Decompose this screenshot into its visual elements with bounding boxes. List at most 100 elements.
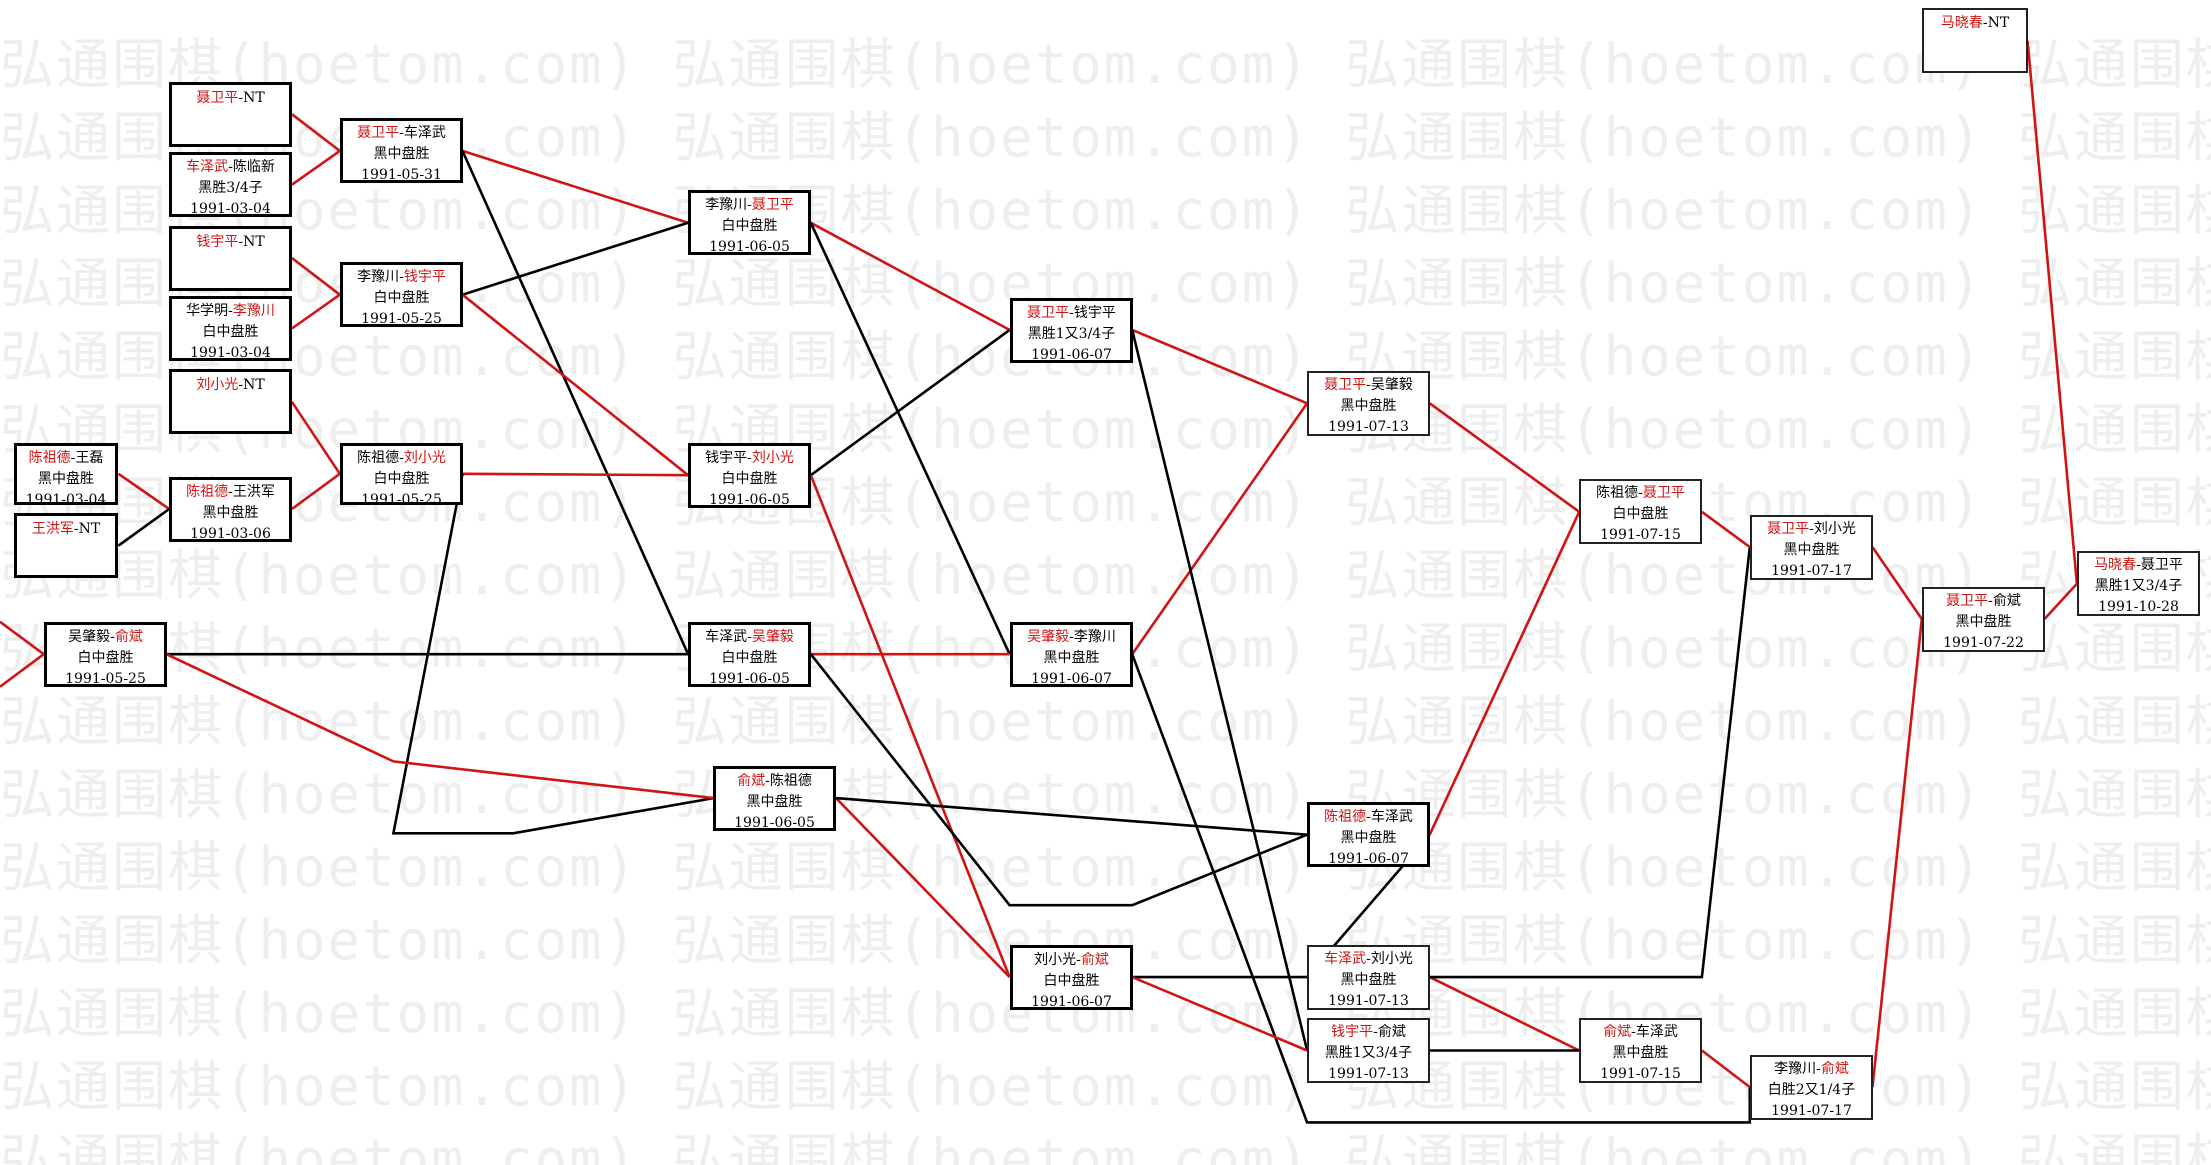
versus-dash: - — [399, 125, 404, 141]
winner-path-line — [1701, 1049, 1751, 1089]
player-black-name: 陈祖德 — [357, 450, 400, 466]
player-white-name: 陈临新 — [232, 159, 275, 175]
match-result: 黑中盘胜 — [1340, 398, 1397, 414]
match-result: 黑中盘胜 — [1612, 1045, 1669, 1061]
players-line: 聂卫平-NT — [172, 88, 289, 109]
player-black-name: 刘小光 — [1034, 952, 1077, 968]
player-white-name: 刘小光 — [751, 450, 794, 466]
match-result: 黑胜1又3/4子 — [1027, 326, 1116, 342]
versus-dash: - — [1631, 1024, 1636, 1040]
player-black-name: 陈祖德 — [28, 450, 71, 466]
match-date: 1991-10-28 — [2098, 599, 2179, 615]
player-white-name: NT — [243, 377, 265, 393]
players-line: 车泽武-刘小光 — [1309, 949, 1428, 970]
versus-dash: - — [73, 521, 79, 537]
player-white-name: 钱宇平 — [1073, 305, 1116, 321]
players-line: 陈祖德-王洪军 — [172, 482, 289, 503]
player-white-name: 聂卫平 — [751, 197, 794, 213]
match-result: 黑中盘胜 — [1955, 614, 2012, 630]
loser-path-line — [1130, 653, 1752, 1124]
versus-dash: - — [747, 450, 752, 466]
versus-dash: - — [2136, 557, 2141, 573]
match-date: 1991-03-06 — [190, 526, 271, 542]
players-line: 马晓春-NT — [1924, 13, 2026, 34]
player-white-name: 王洪军 — [232, 484, 275, 500]
loser-path-line — [117, 507, 170, 547]
player-white-name: 俞斌 — [1377, 1024, 1406, 1040]
players-line: 聂卫平-钱宇平 — [1013, 303, 1130, 324]
versus-dash: - — [1638, 485, 1643, 501]
versus-dash: - — [238, 377, 244, 393]
players-line: 聂卫平-刘小光 — [1752, 519, 1871, 540]
player-white-name: 刘小光 — [1813, 521, 1856, 537]
player-black-name: 华学明 — [186, 303, 229, 319]
player-white-name: 李豫川 — [1073, 629, 1116, 645]
loser-path-line — [462, 221, 689, 296]
versus-dash: - — [1366, 951, 1371, 967]
match-result: 白中盘胜 — [373, 471, 430, 487]
winner-path-line — [117, 472, 170, 511]
match-date: 1991-05-25 — [361, 492, 442, 508]
match-result: 黑中盘胜 — [746, 794, 803, 810]
player-white-name: 俞斌 — [1080, 952, 1109, 968]
players-line: 车泽武-陈临新 — [172, 157, 289, 178]
players-line: 刘小光-俞斌 — [1013, 950, 1130, 971]
versus-dash: - — [1069, 629, 1074, 645]
player-black-name: 聂卫平 — [196, 90, 239, 106]
match-date: 1991-03-04 — [25, 492, 107, 508]
player-black-name: 车泽武 — [186, 159, 229, 175]
versus-dash: - — [228, 303, 233, 319]
match-date: 1991-06-07 — [1328, 851, 1409, 867]
player-white-name: NT — [78, 521, 101, 537]
winner-path-line — [462, 472, 689, 477]
winner-path-line — [461, 293, 689, 477]
player-black-name: 马晓春 — [1940, 15, 1983, 31]
winner-path-line — [1429, 975, 1580, 1052]
player-black-name: 李豫川 — [1774, 1061, 1817, 1077]
match-date: 1991-05-25 — [65, 671, 146, 687]
player-white-name: 吴肇毅 — [751, 629, 794, 645]
player-black-name: 王洪军 — [31, 521, 74, 537]
player-black-name: 俞斌 — [1603, 1024, 1632, 1040]
player-white-name: NT — [243, 234, 265, 250]
match-date: 1991-07-17 — [1771, 1103, 1852, 1119]
player-black-name: 陈祖德 — [1324, 809, 1367, 825]
player-black-name: 聂卫平 — [1324, 377, 1367, 393]
versus-dash: - — [1816, 1061, 1821, 1077]
players-line: 华学明-李豫川 — [172, 301, 289, 322]
versus-dash: - — [228, 159, 233, 175]
winner-path-line — [1131, 975, 1308, 1052]
players-line: 王洪军-NT — [17, 519, 115, 540]
match-date: 1991-07-15 — [1600, 527, 1681, 543]
versus-dash: - — [110, 629, 115, 645]
match-result: 白中盘胜 — [202, 324, 259, 340]
winner-path-line — [462, 149, 689, 225]
match-result: 黑胜1又3/4子 — [1324, 1045, 1413, 1061]
loser-path-line — [809, 222, 1011, 655]
versus-dash: - — [1982, 15, 1988, 31]
match-date: 1991-06-07 — [1031, 671, 1112, 687]
winner-path-line — [291, 472, 341, 511]
player-white-name: 陈祖德 — [769, 773, 812, 789]
player-black-name: 聂卫平 — [1027, 305, 1070, 321]
players-line: 钱宇平-刘小光 — [691, 448, 808, 469]
player-white-name: 俞斌 — [1820, 1061, 1849, 1077]
versus-dash: - — [238, 90, 244, 106]
winner-path-line — [291, 293, 341, 330]
match-result: 黑中盘胜 — [1783, 542, 1840, 558]
match-result: 黑中盘胜 — [38, 471, 94, 487]
